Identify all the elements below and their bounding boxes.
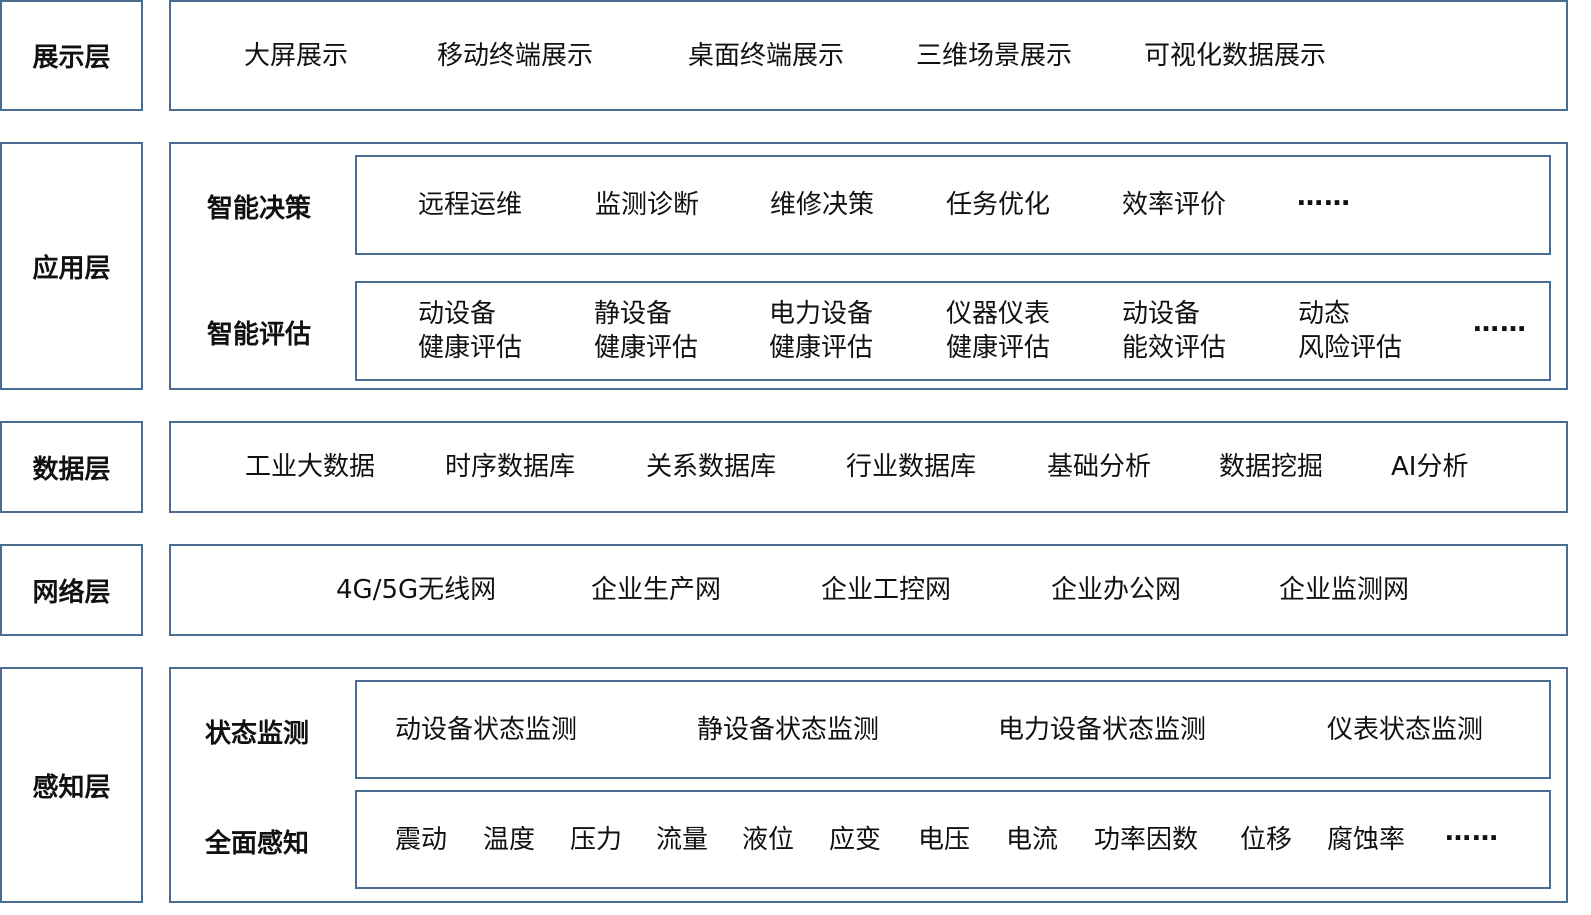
layer-label-network: 网络层 <box>0 544 143 636</box>
sensing-item: 温度 <box>483 824 536 855</box>
assessment-item-line2: 健康评估 <box>594 333 699 363</box>
data-item: 工业大数据 <box>245 452 376 482</box>
display-layer-panel: 大屏展示 移动终端展示 桌面终端展示 三维场景展示 可视化数据展示 <box>169 0 1568 111</box>
decision-item: 效率评价 <box>1122 190 1227 220</box>
decision-sublabel: 智能决策 <box>207 194 312 224</box>
assessment-item-line2: 健康评估 <box>418 333 523 363</box>
application-layer-title: 应用层 <box>32 253 111 284</box>
assessment-more-ellipsis: …… <box>1473 308 1527 338</box>
sensing-more-ellipsis: …… <box>1445 816 1499 847</box>
sensing-items-box: 震动 温度 压力 流量 液位 应变 电压 电流 功率因数 位移 腐蚀率 …… <box>355 790 1551 889</box>
assessment-item-line1: 动设备 <box>1122 299 1201 329</box>
sensing-item: 位移 <box>1240 824 1293 855</box>
sensing-item: 功率因数 <box>1094 824 1199 855</box>
decision-items-box: 远程运维 监测诊断 维修决策 任务优化 效率评价 …… <box>355 155 1551 255</box>
assessment-item: 动设备 能效评估 <box>1122 297 1226 365</box>
assessment-item-line1: 动态 <box>1298 299 1351 329</box>
data-item: AI分析 <box>1391 452 1469 482</box>
assessment-item-line2: 风险评估 <box>1298 333 1403 363</box>
network-item: 企业监测网 <box>1279 575 1410 605</box>
assessment-item-line1: 仪器仪表 <box>946 299 1051 329</box>
network-item: 企业办公网 <box>1051 575 1182 605</box>
decision-item: 任务优化 <box>946 190 1051 220</box>
assessment-item-line1: 电力设备 <box>769 299 874 329</box>
display-layer-title: 展示层 <box>32 43 111 73</box>
display-item: 三维场景展示 <box>916 40 1073 71</box>
assessment-item-line2: 健康评估 <box>769 333 874 363</box>
sensing-item: 应变 <box>829 824 882 855</box>
perception-layer-title: 感知层 <box>32 772 111 803</box>
assessment-item-line2: 能效评估 <box>1122 333 1227 363</box>
assessment-item: 静设备 健康评估 <box>594 297 698 365</box>
display-item: 可视化数据展示 <box>1144 40 1327 71</box>
assessment-item-line1: 静设备 <box>594 299 673 329</box>
network-item: 企业生产网 <box>591 575 722 605</box>
data-item: 时序数据库 <box>445 452 576 482</box>
network-layer-panel: 4G/5G无线网 企业生产网 企业工控网 企业办公网 企业监测网 <box>169 544 1568 636</box>
decision-item: 远程运维 <box>418 190 523 220</box>
assessment-sublabel: 智能评估 <box>207 320 312 350</box>
assessment-items-box: 动设备 健康评估 静设备 健康评估 电力设备 健康评估 仪器仪表 健康评估 动设… <box>355 281 1551 381</box>
display-item: 大屏展示 <box>244 40 349 71</box>
status-items-box: 动设备状态监测 静设备状态监测 电力设备状态监测 仪表状态监测 <box>355 680 1551 779</box>
assessment-item: 电力设备 健康评估 <box>769 297 873 365</box>
assessment-item: 仪器仪表 健康评估 <box>946 297 1050 365</box>
data-item: 基础分析 <box>1047 452 1152 482</box>
data-item: 行业数据库 <box>846 452 977 482</box>
display-item: 桌面终端展示 <box>688 40 845 71</box>
assessment-item-line1: 动设备 <box>418 299 497 329</box>
status-item: 仪表状态监测 <box>1327 714 1484 745</box>
assessment-item: 动态 风险评估 <box>1298 297 1402 365</box>
sensing-item: 震动 <box>395 824 448 855</box>
sensing-item: 压力 <box>570 824 623 855</box>
sensing-item: 电流 <box>1006 824 1059 855</box>
layer-label-data: 数据层 <box>0 421 143 513</box>
decision-more-ellipsis: …… <box>1297 182 1351 212</box>
status-item: 动设备状态监测 <box>395 714 578 745</box>
status-sublabel: 状态监测 <box>205 719 310 749</box>
decision-item: 维修决策 <box>770 190 875 220</box>
data-layer-title: 数据层 <box>32 454 111 485</box>
layer-label-perception: 感知层 <box>0 667 143 903</box>
decision-item: 监测诊断 <box>595 190 700 220</box>
status-item: 静设备状态监测 <box>697 714 880 745</box>
sensing-item: 液位 <box>742 824 795 855</box>
display-item: 移动终端展示 <box>437 40 594 71</box>
data-item: 关系数据库 <box>646 452 777 482</box>
status-item: 电力设备状态监测 <box>998 714 1207 745</box>
layer-label-display: 展示层 <box>0 0 143 111</box>
sensing-item: 流量 <box>656 824 709 855</box>
network-layer-title: 网络层 <box>32 577 111 608</box>
data-item: 数据挖掘 <box>1219 452 1324 482</box>
layer-label-application: 应用层 <box>0 142 143 390</box>
data-layer-panel: 工业大数据 时序数据库 关系数据库 行业数据库 基础分析 数据挖掘 AI分析 <box>169 421 1568 513</box>
network-item: 企业工控网 <box>821 575 952 605</box>
network-item: 4G/5G无线网 <box>336 575 497 605</box>
sensing-sublabel: 全面感知 <box>205 829 310 859</box>
assessment-item-line2: 健康评估 <box>946 333 1051 363</box>
sensing-item: 电压 <box>918 824 971 855</box>
sensing-item: 腐蚀率 <box>1327 824 1406 855</box>
assessment-item: 动设备 健康评估 <box>418 297 522 365</box>
